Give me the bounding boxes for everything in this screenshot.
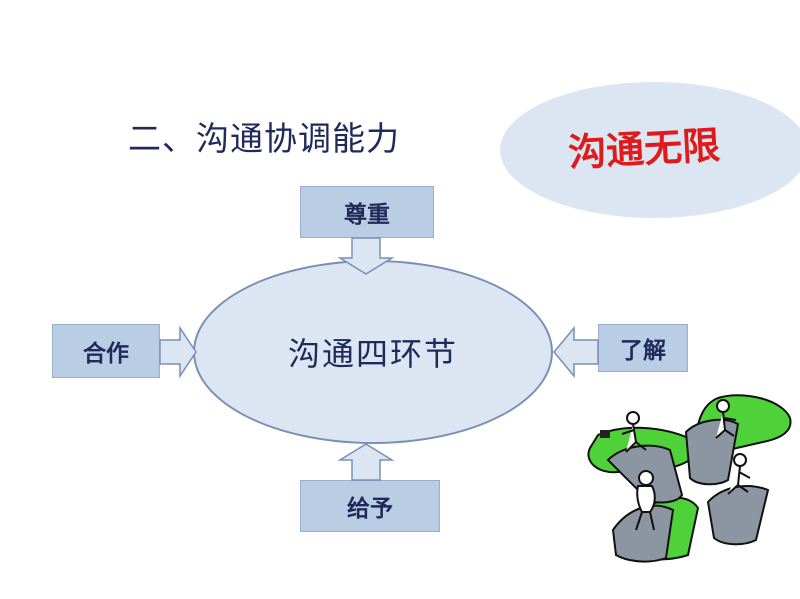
badge-ellipse [500, 82, 800, 218]
node-top-box: 尊重 [300, 186, 434, 238]
node-right-box: 了解 [598, 324, 688, 372]
arrow-left-icon [553, 325, 599, 379]
node-top-label: 尊重 [344, 202, 390, 228]
node-right-label: 了解 [620, 338, 666, 364]
hub-label: 沟通四环节 [287, 335, 458, 373]
slide-title: 二、沟通协调能力 [128, 119, 400, 158]
arrow-down-icon [337, 237, 395, 275]
hub-ellipse [193, 260, 553, 444]
arrow-up-icon [337, 443, 395, 481]
arrow-right-icon [159, 325, 197, 379]
node-left-label: 合作 [83, 341, 129, 367]
node-bottom-box: 给予 [300, 480, 440, 532]
node-bottom-label: 给予 [347, 496, 393, 522]
node-left-box: 合作 [52, 324, 160, 378]
bridge-people-illustration [587, 394, 792, 563]
briefcase-icon [600, 430, 610, 438]
